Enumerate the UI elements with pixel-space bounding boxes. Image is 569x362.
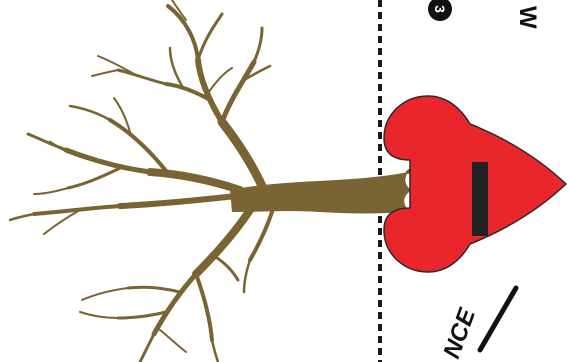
heart-mark (472, 162, 488, 236)
diagonal-rule (480, 288, 516, 350)
top-right-fragment: W (514, 6, 541, 29)
bare-tree-icon (10, 0, 424, 362)
rotated-text-fragment: NCE (438, 304, 481, 362)
step-badge-number: 3 (432, 5, 448, 13)
